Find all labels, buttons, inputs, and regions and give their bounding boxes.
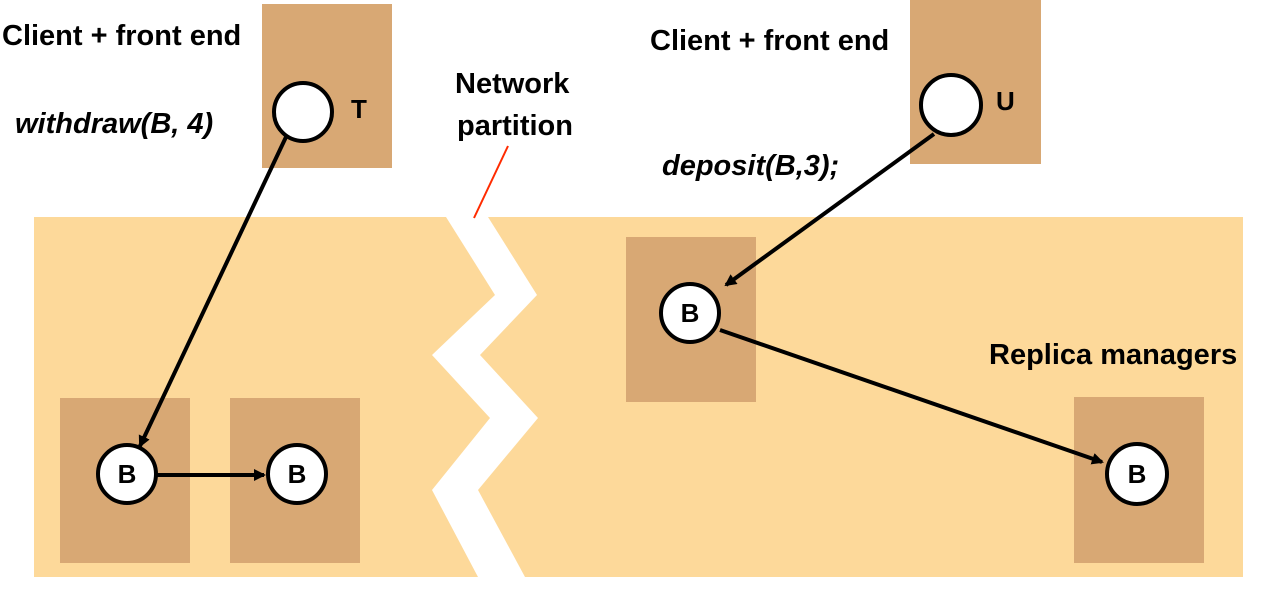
replica-label-right-2: B — [1128, 459, 1147, 489]
replica-node-right-1 — [659, 282, 721, 344]
replica-managers-label: Replica managers — [989, 339, 1237, 371]
client-u-node — [919, 73, 983, 137]
transaction-u-label: U — [996, 86, 1015, 116]
withdraw-arrow — [138, 136, 288, 448]
replica-label-left-2: B — [288, 459, 307, 489]
replica-label-left-1: B — [118, 459, 137, 489]
partition-label-line1: Network — [455, 68, 570, 100]
withdraw-operation-label: withdraw(B, 4) — [15, 108, 213, 140]
deposit-operation-label: deposit(B,3); — [662, 150, 839, 182]
left-client-title: Client + front end — [2, 20, 241, 52]
right-client-title: Client + front end — [650, 25, 889, 57]
client-t-node — [272, 81, 334, 143]
partition-pointer-line — [473, 145, 509, 219]
deposit-arrow — [724, 132, 936, 287]
replica-node-left-2 — [266, 443, 328, 505]
replica-node-left-1 — [96, 443, 158, 505]
partition-label-line2: partition — [457, 110, 573, 142]
transaction-t-label: T — [351, 94, 367, 124]
replica-node-right-2 — [1105, 442, 1169, 506]
right-propagation-arrow — [719, 328, 1104, 465]
replica-label-right-1: B — [681, 298, 700, 328]
